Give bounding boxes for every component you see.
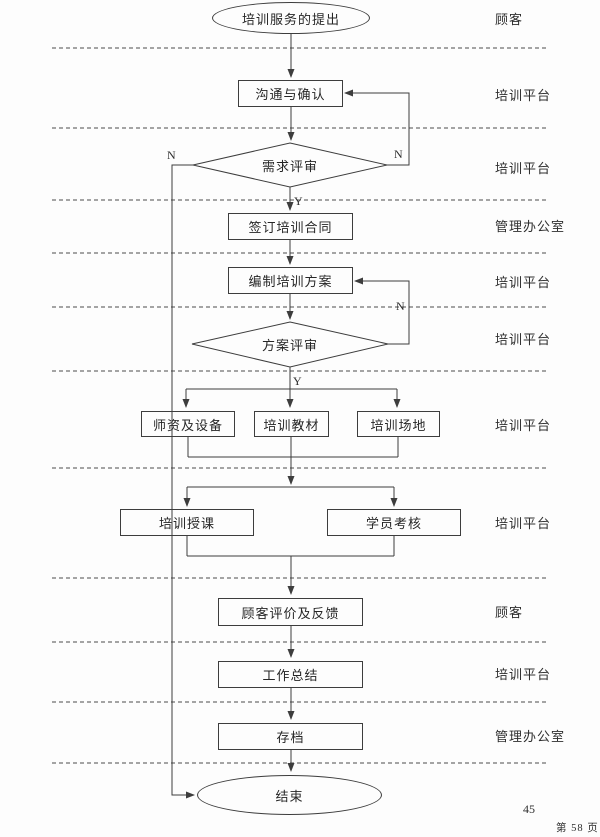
arrow-plan-review-no-loop (354, 277, 410, 345)
node-demand-review-label: 需求评审 (261, 158, 318, 174)
lane-label-customer-2: 顾客 (495, 604, 524, 620)
branch-no-right-label: N (394, 147, 403, 161)
branch-yes-demand-label: Y (294, 194, 303, 208)
node-start-oval: 培训服务的提出 (212, 2, 370, 34)
arrow-demand-review-no-loop (344, 89, 410, 166)
node-assessment-box: 学员考核 (327, 509, 461, 536)
branch-yes-plan-label: Y (293, 374, 302, 388)
node-training-venue-box: 培训场地 (357, 411, 440, 437)
lane-label-admin-office-1: 管理办公室 (495, 218, 566, 234)
lane-label-platform-6: 培训平台 (495, 515, 552, 531)
lane-divider-lines (52, 47, 547, 764)
node-teaching-box: 培训授课 (120, 509, 254, 536)
node-prepare-plan-box: 编制培训方案 (228, 267, 353, 294)
arrow-demand-review-no-to-end (171, 164, 195, 799)
plan-review-diamond-shape (191, 321, 389, 368)
lane-label-platform-3: 培训平台 (495, 274, 552, 290)
node-end-oval: 结束 (197, 775, 382, 815)
demand-review-diamond-shape (192, 142, 388, 188)
page-number: 45 (523, 802, 535, 816)
node-plan-review-label: 方案评审 (261, 337, 318, 353)
node-customer-feedback-box: 顾客评价及反馈 (218, 598, 363, 626)
page-footer: 第 58 页 (556, 823, 599, 834)
node-sign-contract-box: 签订培训合同 (228, 213, 353, 240)
node-work-summary-box: 工作总结 (218, 661, 363, 688)
lane-label-platform-1: 培训平台 (495, 87, 552, 103)
lane-label-platform-2: 培训平台 (495, 160, 552, 176)
lane-label-platform-5: 培训平台 (495, 417, 552, 433)
node-archive-box: 存档 (218, 723, 363, 750)
node-teachers-equipment-box: 师资及设备 (141, 411, 235, 437)
branch-no-plan-label: N (396, 299, 405, 313)
lane-label-admin-office-2: 管理办公室 (495, 728, 566, 744)
flow-connectors (171, 34, 410, 799)
lane-label-customer-1: 顾客 (495, 11, 524, 27)
lane-label-platform-7: 培训平台 (495, 666, 552, 682)
lane-label-platform-4: 培训平台 (495, 331, 552, 347)
node-training-materials-box: 培训教材 (254, 411, 329, 437)
node-communicate-box: 沟通与确认 (238, 80, 343, 107)
branch-no-left-label: N (167, 148, 176, 162)
